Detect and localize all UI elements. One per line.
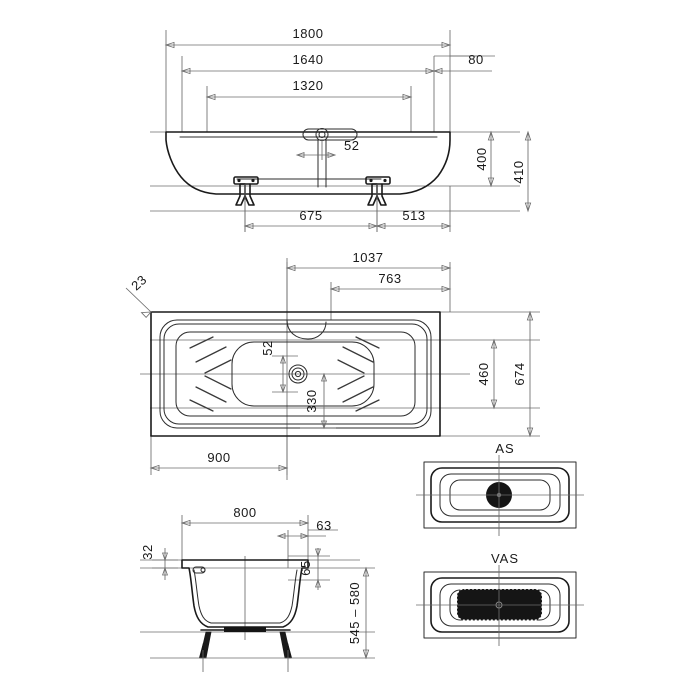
detail-as-view: AS	[416, 441, 584, 536]
top-plan-view: 23 1037 763 52	[125, 250, 540, 480]
dim-label-1037: 1037	[353, 250, 384, 265]
dim-label-1640: 1640	[293, 52, 324, 67]
overflow-notch	[286, 319, 327, 340]
front-elevation-view: 1800 1640 1320 80	[150, 26, 532, 232]
dim-label-52-plan: 52	[260, 340, 275, 355]
cross-section-view: 800 63 32 65	[140, 505, 375, 672]
dimension-52-elevation: 52	[295, 138, 359, 160]
tub-plan-base	[231, 341, 375, 407]
dimension-63: 63	[276, 518, 331, 539]
tub-foot-right	[365, 176, 391, 232]
dimension-1037: 1037	[285, 250, 452, 272]
vas-antislip-area	[457, 589, 542, 620]
section-overflow-fitting	[192, 566, 206, 574]
dimension-900: 900	[149, 450, 289, 472]
dim-label-900: 900	[207, 450, 230, 465]
tub-plan-bowl-edge	[175, 331, 416, 417]
dimension-65: 65	[298, 548, 321, 590]
dimension-1320: 1320	[205, 78, 413, 101]
dimension-330: 330	[300, 372, 336, 430]
tub-plan-rim-inner-1	[159, 319, 432, 429]
dimension-410: 410	[511, 130, 532, 213]
dimension-513: 513	[375, 208, 452, 230]
detail-vas-label: VAS	[491, 551, 519, 566]
dim-label-400: 400	[474, 147, 489, 170]
dim-label-800: 800	[233, 505, 256, 520]
dim-label-675: 675	[299, 208, 322, 223]
tub-section-outline	[181, 559, 309, 628]
tub-plan-rim-inner-2	[163, 323, 428, 425]
dim-label-513: 513	[402, 208, 425, 223]
dim-label-545-580: 545 – 580	[347, 582, 362, 644]
dim-label-65: 65	[298, 560, 313, 575]
dim-label-1320: 1320	[293, 78, 324, 93]
vas-antislip-border	[456, 588, 543, 621]
tub-elevation-outline	[165, 131, 451, 195]
tub-plan-outer-rim	[150, 311, 441, 437]
dim-label-763: 763	[378, 271, 401, 286]
tub-foot-left	[233, 176, 259, 232]
detail-vas-view: VAS	[416, 551, 584, 646]
dim-label-52-elevation: 52	[344, 138, 359, 153]
dim-label-674: 674	[512, 362, 527, 385]
dimension-545-580: 545 – 580	[347, 566, 370, 660]
dimension-52-plan: 52	[260, 340, 298, 394]
dimension-400: 400	[474, 130, 495, 188]
dimension-763: 763	[329, 271, 452, 293]
dimension-80: 80	[432, 52, 492, 75]
dim-label-460: 460	[476, 362, 491, 385]
section-support-frame	[150, 627, 375, 672]
dim-label-410: 410	[511, 160, 526, 183]
dimension-460: 460	[476, 338, 498, 410]
dim-label-80: 80	[468, 52, 483, 67]
tub-section-inner	[193, 569, 298, 624]
dimension-675: 675	[243, 208, 379, 230]
detail-as-label: AS	[495, 441, 514, 456]
dimension-32: 32	[140, 544, 178, 580]
dimension-1640: 1640	[180, 52, 436, 75]
dim-label-1800: 1800	[293, 26, 324, 41]
dim-label-32: 32	[140, 544, 155, 559]
anti-slip-grip-lines	[189, 336, 380, 412]
dimension-674: 674	[512, 310, 534, 438]
dimension-800: 800	[180, 505, 310, 527]
dim-label-330: 330	[304, 389, 319, 412]
waste-outlet-plan	[288, 364, 308, 384]
dim-label-63: 63	[316, 518, 331, 533]
dimension-1800: 1800	[164, 26, 452, 49]
